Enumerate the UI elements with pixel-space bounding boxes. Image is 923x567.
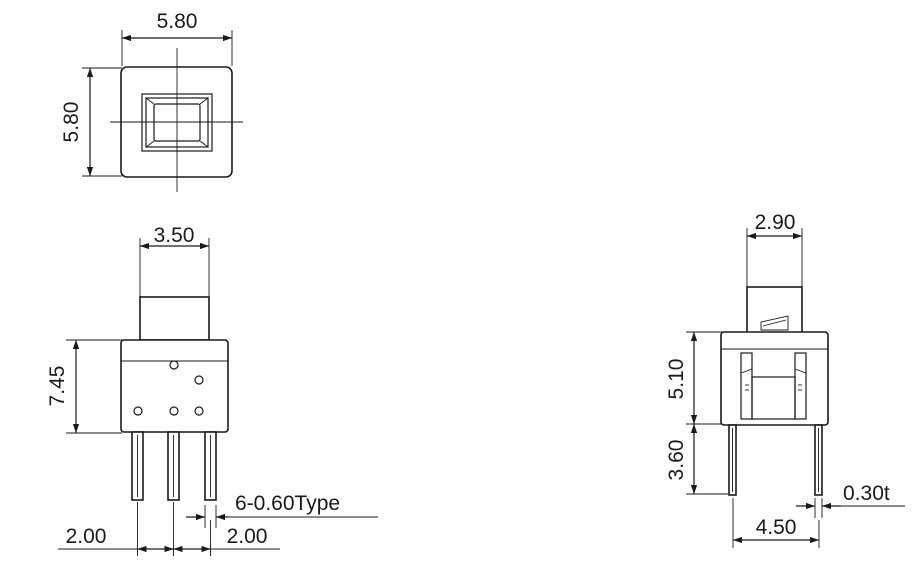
side-actuator-width-label: 2.90	[755, 211, 796, 234]
front-body	[120, 339, 229, 433]
side-body-height-label: 5.10	[665, 359, 688, 400]
pin-marker	[194, 406, 204, 416]
body-height-label: 7.45	[46, 366, 69, 407]
pin-marker	[169, 406, 179, 416]
actuator-detail	[760, 315, 789, 331]
pin-spec-label: 6-0.60Type	[235, 492, 340, 515]
top-width-label: 5.80	[157, 10, 198, 33]
top-height-label: 5.80	[60, 102, 83, 143]
side-inner-block	[751, 376, 796, 420]
pitch-label-right: 2.00	[227, 525, 268, 548]
side-view: 2.90 5.10 3.60	[665, 211, 905, 548]
pin-marker	[169, 360, 179, 370]
front-view: 3.50 7.45 6-0.60Type	[46, 224, 378, 556]
side-pin-spacing-label: 4.50	[756, 516, 797, 539]
side-pin-length-label: 3.60	[665, 440, 688, 481]
top-view: 5.80 5.80	[60, 10, 243, 192]
side-actuator	[746, 286, 803, 334]
pitch-label-left: 2.00	[66, 525, 107, 548]
side-body	[720, 331, 829, 426]
front-actuator	[139, 296, 210, 341]
actuator-width-label: 3.50	[154, 224, 195, 247]
pin-marker	[133, 406, 143, 416]
pin-marker	[194, 375, 204, 385]
pin-thickness-label: 0.30t	[843, 482, 890, 505]
